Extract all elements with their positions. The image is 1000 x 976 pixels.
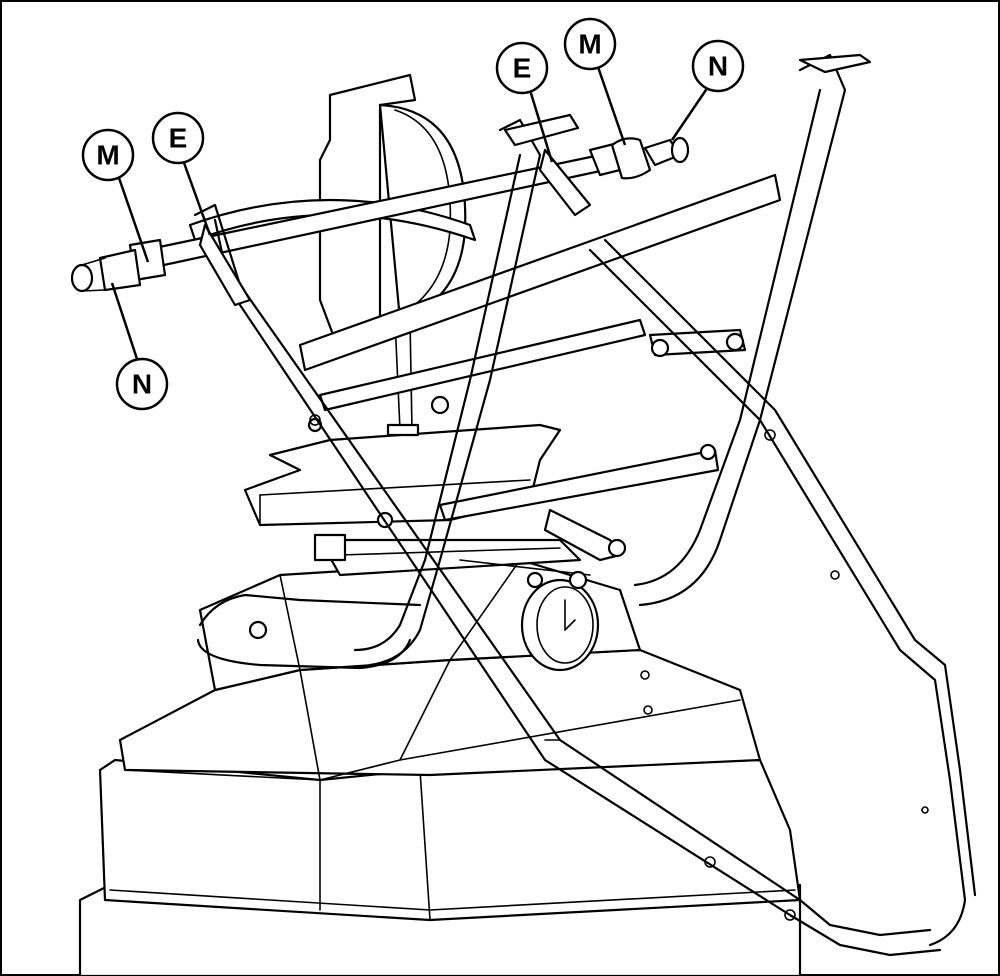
callout-n-right: N	[670, 39, 745, 141]
callout-m-right-label: M	[578, 29, 601, 60]
callout-e-right-label: E	[513, 53, 532, 84]
center-tube	[353, 118, 542, 667]
machine-base	[78, 648, 802, 976]
callout-e-left-label: E	[169, 123, 188, 154]
callout-n-left: N	[110, 282, 169, 411]
frame-crossbars	[298, 173, 782, 529]
callout-n-right-label: N	[708, 51, 728, 82]
callout-m-left-label: M	[96, 140, 119, 171]
lower-tube-loop	[196, 593, 422, 670]
right-handle-tube	[633, 53, 872, 607]
gauge-wheel	[520, 578, 600, 672]
axle-shaft	[70, 136, 690, 293]
callout-m-left: M	[81, 128, 150, 263]
right-outer-tube	[588, 238, 977, 947]
callout-m-right: M	[563, 17, 627, 146]
callout-e-right: E	[495, 41, 554, 163]
linkage-mechanism	[313, 508, 627, 590]
seat-plate	[243, 423, 562, 527]
support-plates	[198, 113, 592, 307]
callout-e-left: E	[151, 111, 212, 236]
callout-n-left-label: N	[132, 369, 152, 400]
